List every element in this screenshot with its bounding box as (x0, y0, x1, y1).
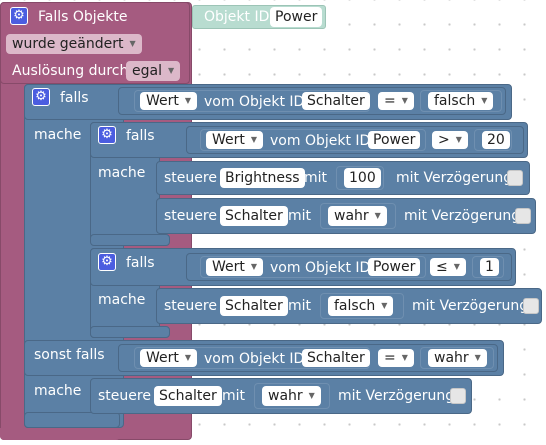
delay-label: mit Verzögerung (338, 388, 455, 404)
inner-if2-bottom (90, 326, 170, 338)
delay-checkbox[interactable] (523, 298, 539, 314)
bool-value: falsch (434, 93, 476, 109)
target-field[interactable]: Schalter (220, 296, 288, 316)
mit-label: mit (288, 298, 312, 314)
chevron-down-icon: ▼ (184, 96, 192, 105)
mit-label: mit (222, 388, 246, 404)
operator-dropdown[interactable]: = ▼ (378, 92, 414, 110)
ausloesung-label: Auslösung durch (12, 63, 129, 79)
chevron-down-icon: ▼ (455, 135, 462, 144)
object-field[interactable]: Schalter (302, 92, 370, 110)
mit-label: mit (288, 208, 312, 224)
object-field[interactable]: Power (368, 258, 421, 276)
number-field[interactable]: 100 (344, 168, 381, 188)
wert-value: Wert (212, 259, 245, 275)
delay-checkbox[interactable] (515, 208, 531, 224)
chevron-down-icon: ▼ (481, 96, 488, 105)
bool-value: falsch (334, 298, 376, 314)
wert-value: Wert (146, 93, 179, 109)
steuere-label: steuere (164, 170, 217, 186)
event-block-foot (0, 428, 120, 440)
chevron-down-icon: ▼ (184, 353, 192, 362)
chevron-down-icon: ▼ (453, 262, 460, 271)
delay-label: mit Verzögerung (404, 208, 521, 224)
operator-dropdown[interactable]: > ▼ (432, 131, 468, 149)
trigger-dropdown[interactable]: wurde geändert ▼ (6, 34, 142, 54)
object-id-field[interactable]: Power (270, 7, 323, 27)
steuere-label: steuere (98, 388, 151, 404)
bool-dropdown[interactable]: wahr ▼ (262, 386, 321, 406)
trigger-value: wurde geändert (12, 36, 124, 52)
chevron-down-icon: ▼ (308, 391, 315, 400)
gear-icon[interactable]: ⚙ (10, 7, 28, 25)
mit-label: mit (304, 170, 328, 186)
chevron-down-icon: ▼ (474, 353, 481, 362)
operator-value: = (384, 350, 396, 366)
object-field[interactable]: Schalter (302, 349, 370, 367)
delay-label: mit Verzögerung (396, 170, 513, 186)
target-field[interactable]: Brightness (220, 168, 305, 188)
chevron-down-icon: ▼ (250, 262, 258, 271)
bool-value: wahr (434, 350, 469, 366)
inner2-mache-label: mache (98, 292, 146, 308)
wert-dropdown[interactable]: Wert ▼ (140, 349, 198, 367)
inner1-falls-label: falls (126, 128, 155, 144)
operator-dropdown[interactable]: ≤ ▼ (430, 258, 466, 276)
wert-value: Wert (212, 132, 245, 148)
chevron-down-icon: ▼ (374, 211, 381, 220)
vom-objekt-label: vom Objekt ID (270, 133, 371, 149)
inner1-mache-label: mache (98, 165, 146, 181)
ausloesung-dropdown[interactable]: egal ▼ (126, 61, 181, 81)
operator-value: > (438, 132, 450, 148)
delay-checkbox[interactable] (507, 170, 523, 186)
vom-objekt-label: vom Objekt ID (204, 351, 305, 367)
bool-value: wahr (334, 208, 369, 224)
bool-dropdown[interactable]: wahr ▼ (428, 349, 487, 367)
object-id-label: Objekt ID (204, 9, 270, 25)
chevron-down-icon: ▼ (381, 301, 388, 310)
delay-checkbox[interactable] (450, 388, 466, 404)
steuere-label: steuere (164, 298, 217, 314)
inner2-falls-label: falls (126, 255, 155, 271)
outer-if-bottom (24, 412, 120, 428)
chevron-down-icon: ▼ (167, 66, 175, 75)
outer-falls-label: falls (60, 90, 89, 106)
wert-dropdown[interactable]: Wert ▼ (206, 258, 264, 276)
event-title: Falls Objekte (38, 9, 128, 25)
vom-objekt-label: vom Objekt ID (270, 260, 371, 276)
chevron-down-icon: ▼ (401, 96, 408, 105)
operator-value: = (384, 93, 396, 109)
wert-dropdown[interactable]: Wert ▼ (140, 92, 198, 110)
wert-dropdown[interactable]: Wert ▼ (206, 131, 264, 149)
outer-mache-label: mache (34, 127, 82, 143)
operator-dropdown[interactable]: = ▼ (378, 349, 414, 367)
gear-icon[interactable]: ⚙ (32, 88, 50, 106)
wert-value: Wert (146, 350, 179, 366)
inner-if1-bottom (90, 234, 170, 246)
ausloesung-value: egal (132, 63, 162, 79)
object-field[interactable]: Power (368, 131, 421, 149)
chevron-down-icon: ▼ (250, 135, 258, 144)
bool-dropdown[interactable]: falsch ▼ (428, 92, 494, 110)
gear-icon[interactable]: ⚙ (98, 253, 116, 271)
vom-objekt-label: vom Objekt ID (204, 94, 305, 110)
bool-value: wahr (268, 388, 303, 404)
operator-value: ≤ (436, 259, 448, 275)
target-field[interactable]: Schalter (154, 386, 222, 406)
target-field[interactable]: Schalter (220, 206, 288, 226)
number-field[interactable]: 20 (482, 131, 510, 149)
steuere-label: steuere (164, 208, 217, 224)
number-field[interactable]: 1 (480, 258, 499, 276)
outer-sonst-falls-label: sonst falls (34, 347, 105, 363)
outer-mache-label-2: mache (34, 383, 82, 399)
gear-icon[interactable]: ⚙ (98, 126, 116, 144)
delay-label: mit Verzögerung (412, 298, 529, 314)
bool-dropdown[interactable]: falsch ▼ (328, 296, 394, 316)
chevron-down-icon: ▼ (129, 39, 136, 48)
chevron-down-icon: ▼ (401, 353, 408, 362)
bool-dropdown[interactable]: wahr ▼ (328, 206, 387, 226)
